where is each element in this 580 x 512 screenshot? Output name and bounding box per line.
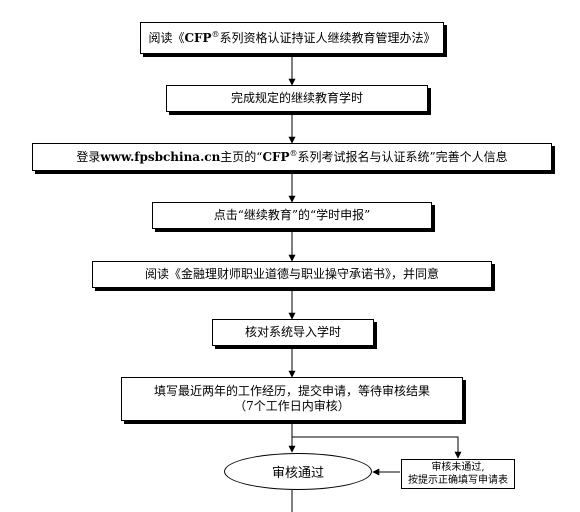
rejected-note: 审核未通过, 按提示正确填写申请表 [401,459,515,489]
step1-registered-mark: ® [211,29,220,39]
step1-text-post: 系列资格认证持证人继续教育管理办法》 [219,30,436,45]
step3-text-pre: 登录 [76,149,101,164]
step2-text: 完成规定的继续教育学时 [230,91,363,105]
step7-text-line1: 填写最近两年的工作经历，提交申请，等待审核结果 [153,384,430,398]
step5-text: 阅读《金融理财师职业道德与职业操守承诺书》，并同意 [144,267,439,281]
step3-text-post: 系列考试报名与认证系统”完善个人信息 [297,149,508,164]
rejected-text-line1: 审核未通过, [431,462,485,473]
step1-text-pre: 阅读《 [148,30,185,45]
step7-text-line2: （7个工作日内审核） [234,399,350,413]
step-complete-hours: 完成规定的继续教育学时 [166,85,428,112]
step4-text: 点击“继续教育”的“学时申报” [213,208,371,222]
rejected-text-line2: 按提示正确填写申请表 [408,475,508,486]
step-read-cfp-rules: 阅读《CFP®系列资格认证持证人继续教育管理办法》 [140,22,444,54]
step3-text-mid: 主页的“ [220,149,263,164]
step-check-imported-hours: 核对系统导入学时 [212,319,374,346]
approved-terminal: 审核通过 [224,453,372,490]
step-click-declare-hours: 点击“继续教育”的“学时申报” [152,202,432,229]
step6-text: 核对系统导入学时 [244,325,341,339]
arrow-7-rejected [292,436,462,459]
approved-text: 审核通过 [271,466,324,481]
step3-url: www.fpsbchina.cn [100,149,221,164]
step-submit-application: 填写最近两年的工作经历，提交申请，等待审核结果 （7个工作日内审核） [121,377,463,421]
step3-registered-mark: ® [289,148,298,158]
step-read-ethics-pledge: 阅读《金融理财师职业道德与职业操守承诺书》，并同意 [92,261,492,288]
step3-brand: CFP [262,149,290,164]
step-login-update-info: 登录www.fpsbchina.cn主页的“CFP®系列考试报名与认证系统”完善… [32,143,552,171]
step1-brand: CFP [184,30,212,45]
